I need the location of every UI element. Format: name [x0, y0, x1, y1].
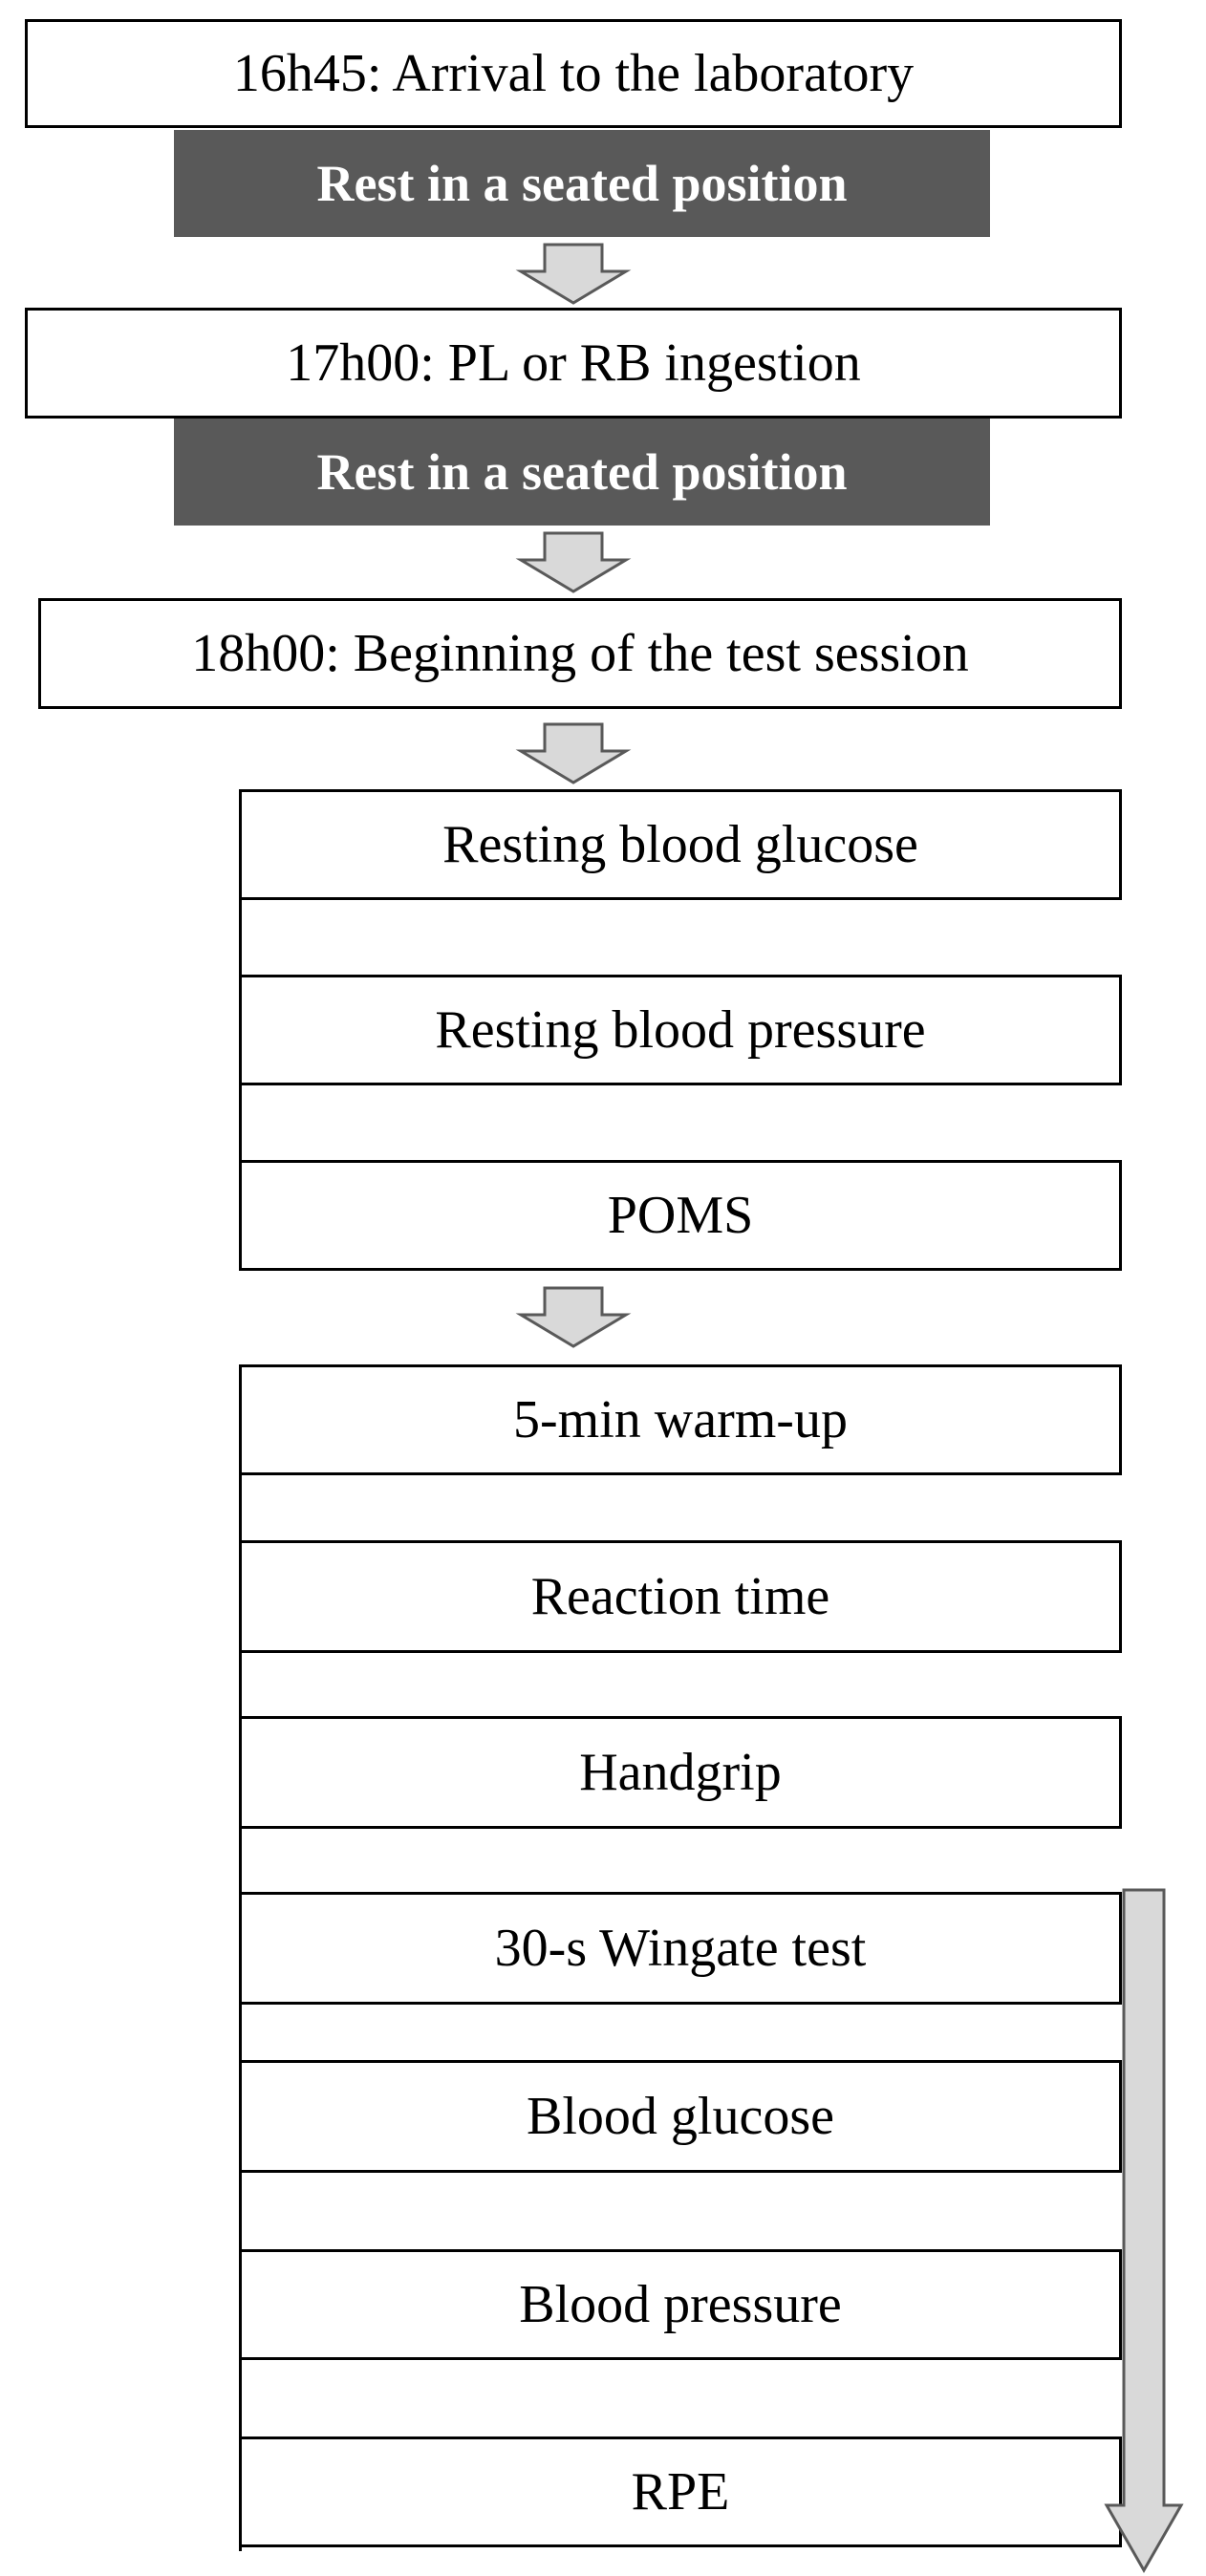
rest-seated-banner-1: Rest in a seated position	[174, 130, 990, 237]
down-arrow-icon	[515, 531, 632, 593]
blood-glucose-box: Blood glucose	[239, 2060, 1122, 2173]
rpe-box: RPE	[239, 2436, 1122, 2547]
long-down-arrow-icon	[1104, 1888, 1184, 2574]
wingate-test-box: 30-s Wingate test	[239, 1892, 1122, 2005]
warm-up-box: 5-min warm-up	[239, 1364, 1122, 1475]
handgrip-box: Handgrip	[239, 1716, 1122, 1829]
resting-glucose-box: Resting blood glucose	[239, 789, 1122, 900]
rest-seated-banner-2: Rest in a seated position	[174, 419, 990, 526]
arrival-box: 16h45: Arrival to the laboratory	[25, 19, 1122, 128]
down-arrow-icon	[515, 1286, 632, 1348]
session-start-box: 18h00: Beginning of the test session	[38, 598, 1122, 709]
ingestion-box: 17h00: PL or RB ingestion	[25, 308, 1122, 419]
reaction-time-box: Reaction time	[239, 1540, 1122, 1653]
down-arrow-icon	[515, 243, 632, 305]
down-arrow-icon	[515, 722, 632, 784]
poms-box: POMS	[239, 1160, 1122, 1271]
blood-pressure-box: Blood pressure	[239, 2249, 1122, 2360]
resting-pressure-box: Resting blood pressure	[239, 975, 1122, 1085]
